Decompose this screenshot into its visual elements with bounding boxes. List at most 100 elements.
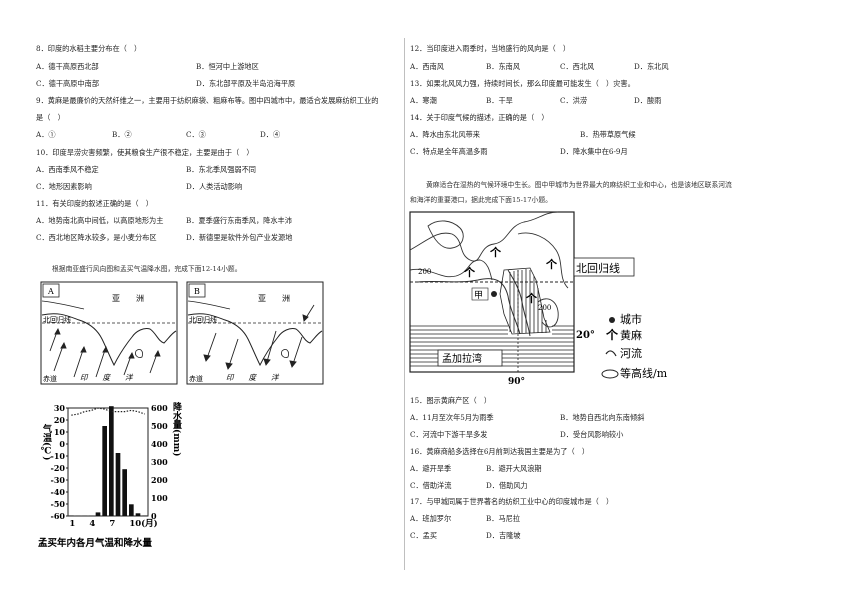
q13-option-c[interactable]: C．洪涝 [560, 96, 588, 105]
q15-option-c[interactable]: C．河流中下游干旱多发 [410, 430, 488, 439]
precip-tick-label: 0 [151, 511, 157, 521]
month-tick-label: 1 [69, 519, 75, 529]
map-a-tropic: 北回归线 [43, 315, 71, 324]
precip-bar [142, 515, 147, 516]
q13-stem: 13．如果北风风力强，持续时间长，那么印度最可能发生（ ）灾害。 [410, 79, 635, 88]
precip-tick-label: 500 [151, 421, 168, 431]
q14-option-d[interactable]: D．降水集中在6-9月 [560, 147, 628, 156]
q9-stem-2: 是（ ） [36, 113, 65, 122]
q13-option-d[interactable]: D．酸雨 [634, 96, 662, 105]
q16-option-c[interactable]: C．借助洋流 [410, 481, 452, 490]
q10-stem: 10．印度旱涝灾害频繁，使其粮食生产很不稳定，主要是由于（ ） [36, 148, 254, 157]
q13-option-a[interactable]: A．寒潮 [410, 96, 437, 105]
q9-option-d[interactable]: D．④ [260, 130, 281, 139]
q16-option-d[interactable]: D．借助风力 [486, 481, 528, 490]
q15-option-d[interactable]: D．受台风影响较小 [560, 430, 624, 439]
climate-caption: 孟买年内各月气温和降水量 [38, 537, 153, 549]
map-a-asia: 亚 洲 [112, 294, 144, 303]
q11-stem: 11．有关印度的叙述正确的是（ ） [36, 199, 153, 208]
q17-option-a[interactable]: A．班加罗尔 [410, 514, 452, 523]
q9-option-c[interactable]: C．③ [186, 130, 206, 139]
temp-tick-label: -60 [51, 511, 66, 521]
temp-tick-label: 0 [59, 439, 65, 449]
temperature-line [71, 407, 145, 416]
temp-tick-label: 10 [54, 427, 66, 437]
temp-tick-label: -20 [51, 463, 66, 473]
q15-option-b[interactable]: B．地势自西北向东南倾斜 [560, 413, 645, 422]
q15-option-a[interactable]: A．11月至次年5月为雨季 [410, 413, 494, 422]
legend-jute: 黄麻 [620, 328, 642, 342]
q17-option-b[interactable]: B．马尼拉 [486, 514, 521, 523]
q14-option-b[interactable]: B．热带草原气候 [580, 130, 636, 139]
month-tick-label: 7 [109, 519, 115, 529]
legend-river: 河流 [620, 346, 642, 360]
map-b-tropic: 北回归线 [189, 315, 217, 324]
q11-option-b[interactable]: B．夏季盛行东南季风，降水丰沛 [186, 216, 292, 225]
svg-text:个: 个 [525, 291, 538, 305]
intro-15-17-line2: 和海洋的重要港口，据此完成下面15-17小题。 [410, 196, 552, 204]
q9-stem-1: 9．黄麻是最廉价的天然纤维之一，主要用于纺织麻袋、粗麻布等。图中四城市中，最适合… [36, 96, 379, 105]
q12-option-a[interactable]: A．西南风 [410, 62, 444, 71]
svg-text:个: 个 [545, 257, 558, 271]
q17-option-c[interactable]: C．孟买 [410, 531, 438, 540]
q14-option-a[interactable]: A．降水由东北风带来 [410, 130, 480, 139]
q8-option-c[interactable]: C．德干高原中南部 [36, 79, 100, 88]
temp-tick-label: 30 [54, 403, 66, 413]
lat-20-label: 20° [576, 330, 595, 341]
q8-option-b[interactable]: B．恒河中上游地区 [196, 62, 259, 71]
q16-option-a[interactable]: A．避开旱季 [410, 464, 452, 473]
q8-option-a[interactable]: A．德干高原西北部 [36, 62, 99, 71]
map-b-ocean: 印 度 洋 [226, 373, 280, 382]
map-b-asia: 亚 洲 [258, 294, 290, 303]
q12-option-c[interactable]: C．西北风 [560, 62, 595, 71]
precip-bar [95, 512, 101, 516]
q10-option-a[interactable]: A．西南季风不稳定 [36, 165, 99, 174]
precip-bar [122, 469, 127, 516]
q12-option-b[interactable]: B．东南风 [486, 62, 521, 71]
column-divider [404, 38, 405, 570]
contour-200-a: 200 [418, 268, 431, 276]
q11-option-d[interactable]: D．新德里是软件外包产业发源地 [186, 233, 293, 242]
city-jia-label: 甲 [474, 290, 483, 301]
map-b-letter: B [194, 287, 200, 296]
temp-tick-label: 20 [54, 415, 66, 425]
q11-option-a[interactable]: A．地势南北高中间低，以高原地形为主 [36, 216, 164, 225]
contour-200-b: 200 [538, 304, 551, 312]
q15-stem: 15．图示黄麻产区（ ） [410, 396, 492, 405]
legend-city: 城市 [620, 312, 642, 326]
precip-bar [69, 515, 74, 516]
q12-stem: 12．当印度进入雨季时，当地盛行的风向是（ ） [410, 44, 571, 53]
q9-option-a[interactable]: A．① [36, 130, 56, 139]
q16-stem: 16．黄麻商船多选择在6月前到达我国主要是为了（ ） [410, 447, 590, 456]
month-tick-label: 4 [89, 519, 95, 529]
precip-axis-label: 降水量(mm) [171, 401, 182, 457]
q11-option-c[interactable]: C．西北地区降水较多，是小麦分布区 [36, 233, 157, 242]
map-b-equator: 赤道 [189, 374, 203, 383]
map-a-letter: A [47, 287, 54, 296]
precip-tick-label: 100 [151, 493, 168, 503]
svg-text:个: 个 [489, 245, 502, 259]
q10-option-c[interactable]: C．地形因素影响 [36, 182, 92, 191]
precip-bar [135, 513, 141, 516]
temp-tick-label: -40 [51, 487, 66, 497]
intro-15-17-line1: 黄麻适合在湿热的气候环境中生长。图中甲城市为世界最大的麻纺织工业和中心，也是该地… [426, 181, 732, 189]
q10-option-b[interactable]: B．东北季风强弱不同 [186, 165, 256, 174]
q14-option-c[interactable]: C．特点是全年高温多雨 [410, 147, 488, 156]
q9-option-b[interactable]: B．② [112, 130, 132, 139]
q17-option-d[interactable]: D．吉隆坡 [486, 531, 521, 540]
q8-option-d[interactable]: D．东北部平原及半岛沿海平原 [196, 79, 296, 88]
q14-stem: 14．关于印度气候的描述，正确的是（ ） [410, 113, 549, 122]
q8-stem: 8．印度的水稻主要分布在（ ） [36, 44, 142, 53]
svg-text:个: 个 [463, 265, 476, 279]
jute-legend-icon: 个 [605, 327, 619, 342]
plot-frame [67, 407, 149, 517]
q16-option-b[interactable]: B．避开大风浪期 [486, 464, 542, 473]
precip-tick-label: 600 [151, 403, 168, 413]
q12-option-d[interactable]: D．东北风 [634, 62, 669, 71]
map-a-equator: 赤道 [43, 374, 57, 383]
temp-axis-label: 气温(℃) [40, 423, 52, 461]
q10-option-d[interactable]: D．人类活动影响 [186, 182, 243, 191]
precip-tick-label: 200 [151, 475, 168, 485]
q13-option-b[interactable]: B．干旱 [486, 96, 513, 105]
